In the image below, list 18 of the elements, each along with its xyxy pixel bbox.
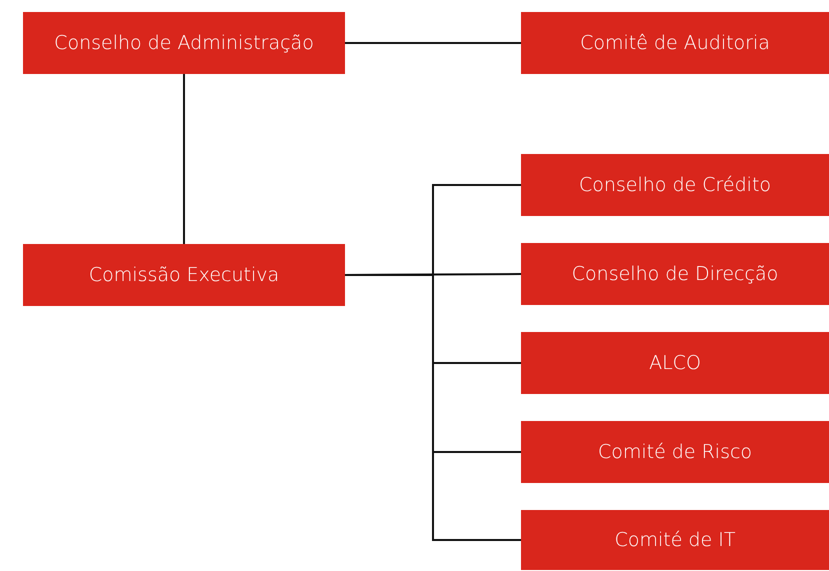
box-label: Conselho de Administração xyxy=(54,32,314,54)
box-label: Comitê de Auditoria xyxy=(580,32,770,54)
org-box xyxy=(521,332,829,394)
org-box xyxy=(23,12,345,74)
box-label: ALCO xyxy=(649,352,701,374)
org-box xyxy=(521,12,829,74)
org-box xyxy=(521,510,829,570)
connector-line xyxy=(345,42,521,44)
box-label: Comissão Executiva xyxy=(88,264,280,286)
connector-line xyxy=(183,74,185,244)
box-label: Conselho de Crédito xyxy=(578,174,772,196)
org-box xyxy=(521,243,829,305)
box-label: Conselho de Direcção xyxy=(572,263,778,285)
box-label: Comité de Risco xyxy=(598,441,752,463)
org-box xyxy=(521,421,829,483)
org-box xyxy=(521,154,829,216)
box-label: Comité de IT xyxy=(614,529,736,551)
org-box xyxy=(23,244,345,306)
